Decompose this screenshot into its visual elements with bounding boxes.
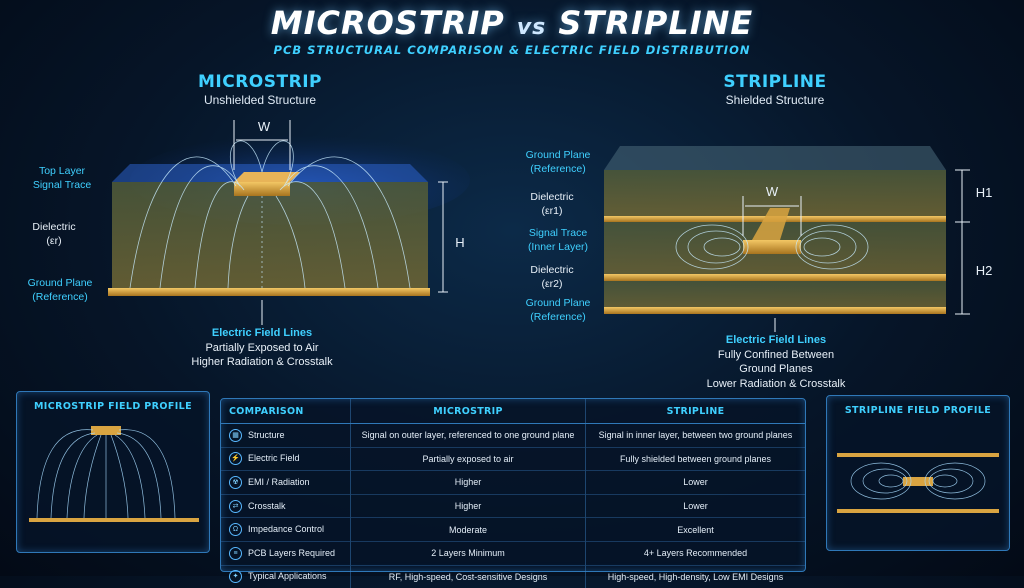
microstrip-w-label: W — [257, 119, 271, 134]
label-ground-plane: Ground Plane(Reference) — [27, 277, 93, 303]
stripline-ground-plane-bottom — [604, 307, 946, 314]
row-label: ▦Structure — [221, 423, 351, 448]
label-ground-bottom: Ground Plane(Reference) — [525, 297, 591, 323]
main-title: MICROSTRIP vs STRIPLINE — [0, 4, 1024, 42]
label-signal-trace: Signal Trace(Inner Layer) — [527, 227, 589, 253]
microstrip-profile-title: MICROSTRIP FIELD PROFILE — [33, 401, 193, 412]
comparison-table: COMPARISON MICROSTRIP STRIPLINE ▦Structu… — [221, 399, 805, 588]
stripline-diagram — [604, 146, 970, 332]
row-microstrip-value: RF, High-speed, Cost-sensitive Designs — [350, 564, 586, 588]
microstrip-trace-top — [234, 172, 300, 182]
row-microstrip-value: Moderate — [350, 517, 586, 542]
crosstalk-icon: ⇄ — [229, 499, 242, 513]
microstrip-field-lines — [129, 140, 411, 289]
subtitle: PCB STRUCTURAL COMPARISON & ELECTRIC FIE… — [273, 43, 751, 57]
microstrip-heading: MICROSTRIP — [198, 72, 322, 92]
electric-field-icon: ⚡ — [229, 452, 242, 466]
title-stripline: STRIPLINE — [558, 4, 754, 42]
header-microstrip: MICROSTRIP — [350, 399, 586, 424]
stripline-dielectric-2 — [604, 281, 946, 307]
microstrip-ground-plane — [108, 288, 430, 296]
title-vs: vs — [516, 15, 547, 40]
stripline-heading: STRIPLINE — [723, 72, 827, 92]
stripline-h-dimensions — [955, 169, 970, 315]
impedance-icon: Ω — [229, 523, 242, 537]
row-microstrip-value: Higher — [350, 493, 586, 518]
microstrip-trace — [234, 182, 290, 196]
label-ground-top: Ground Plane(Reference) — [525, 149, 591, 175]
stripline-trace — [743, 240, 801, 254]
label-dielectric-1: Dielectric(εr1) — [530, 191, 574, 217]
microstrip-subheading: Unshielded Structure — [203, 93, 317, 107]
header-stripline: STRIPLINE — [585, 399, 805, 424]
comparison-table-panel: COMPARISON MICROSTRIP STRIPLINE ▦Structu… — [220, 398, 806, 588]
row-stripline-value: 4+ Layers Recommended — [585, 540, 805, 566]
table-header-row: COMPARISON MICROSTRIP STRIPLINE — [221, 399, 805, 424]
stripline-trace-body — [752, 208, 790, 240]
microstrip-h-label: H — [455, 235, 465, 250]
title-microstrip: MICROSTRIP — [270, 4, 505, 42]
row-stripline-value: Excellent — [585, 517, 805, 542]
radiation-icon: ☢ — [229, 475, 242, 489]
row-microstrip-value: Signal on outer layer, referenced to one… — [350, 423, 586, 448]
row-label: ⇄Crosstalk — [221, 493, 351, 518]
stripline-caption: Electric Field Lines Fully Confined Betw… — [706, 334, 846, 390]
row-label: ✦Typical Applications — [221, 564, 351, 588]
stripline-profile-graphic — [837, 453, 999, 513]
row-stripline-value: Lower — [585, 493, 805, 518]
stripline-subheading: Shielded Structure — [725, 93, 825, 107]
stripline-field-profile-panel: STRIPLINE FIELD PROFILE — [826, 395, 1010, 551]
applications-icon: ✦ — [229, 570, 242, 584]
microstrip-caption: Electric Field Lines Partially Exposed t… — [191, 327, 333, 368]
row-microstrip-value: 2 Layers Minimum — [350, 540, 586, 566]
microstrip-w-dimension — [233, 120, 291, 170]
row-label: ⚡Electric Field — [221, 446, 351, 471]
microstrip-diagram — [108, 120, 470, 325]
row-stripline-value: Lower — [585, 470, 805, 495]
label-dielectric-2: Dielectric(εr2) — [530, 264, 574, 290]
stripline-ground-plane-lower — [604, 274, 946, 281]
row-stripline-value: Signal in inner layer, between two groun… — [585, 423, 805, 448]
row-microstrip-value: Higher — [350, 470, 586, 495]
row-stripline-value: High-speed, High-density, Low EMI Design… — [585, 564, 805, 588]
label-dielectric: Dielectric(εr) — [32, 221, 76, 247]
header-comparison: COMPARISON — [221, 399, 351, 424]
row-microstrip-value: Partially exposed to air — [350, 446, 586, 471]
row-stripline-value: Fully shielded between ground planes — [585, 446, 805, 471]
structure-icon: ▦ — [229, 428, 242, 442]
stripline-h2-label: H2 — [975, 263, 993, 278]
stripline-w-label: W — [765, 184, 779, 199]
microstrip-profile-graphic — [29, 426, 199, 522]
stripline-h1-label: H1 — [975, 185, 993, 200]
row-label: ☢EMI / Radiation — [221, 470, 351, 495]
microstrip-field-profile-panel: MICROSTRIP FIELD PROFILE — [16, 391, 210, 553]
microstrip-h-dimension — [438, 181, 448, 293]
layers-icon: ≡ — [229, 546, 242, 560]
stripline-top-face — [604, 146, 946, 170]
stripline-w-dimension — [742, 196, 802, 236]
row-label: ≡PCB Layers Required — [221, 540, 351, 566]
stripline-profile-title: STRIPLINE FIELD PROFILE — [844, 405, 992, 416]
stripline-field-lines — [675, 224, 869, 270]
